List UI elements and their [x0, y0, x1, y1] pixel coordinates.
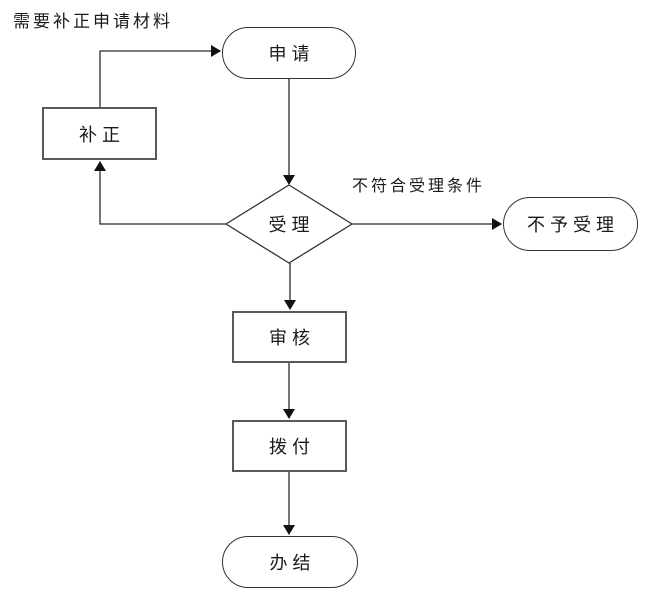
edge-correct-to-apply: [99, 45, 221, 107]
accept-diamond-shape: [224, 184, 354, 264]
node-reject: 不予受理: [503, 197, 638, 251]
node-correct-label: 补正: [79, 124, 125, 145]
node-apply-label: 申请: [268, 44, 315, 64]
node-accept: 受理: [226, 185, 352, 263]
note-need-correction-label: 需要补正申请材料: [13, 12, 173, 31]
node-complete-label: 办结: [269, 553, 316, 573]
node-accept-label: 受理: [268, 215, 315, 235]
edge-accept-to-correct: [94, 161, 226, 225]
node-correct: 补正: [42, 107, 157, 160]
node-complete: 办结: [222, 536, 358, 588]
branch-condition-label: 不符合受理条件: [352, 178, 486, 195]
node-review-label: 审核: [269, 328, 315, 348]
node-apply: 申请: [222, 27, 356, 79]
node-reject-label: 不予受理: [527, 215, 619, 235]
node-review: 审核: [232, 311, 347, 363]
node-disburse: 拨付: [232, 420, 347, 472]
node-disburse-label: 拨付: [269, 437, 315, 457]
